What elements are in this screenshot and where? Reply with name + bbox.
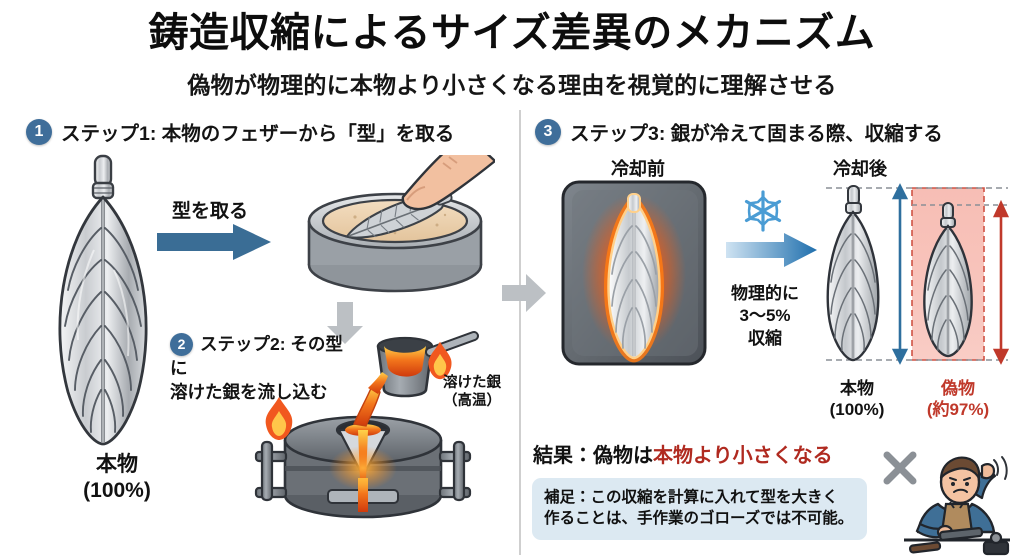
step-1-badge: 1 <box>26 118 52 145</box>
take-mold-arrow-icon <box>157 224 271 260</box>
fake-size-label: 偽物 (約97%) <box>908 378 1008 421</box>
hot-mold-block-illustration <box>561 180 707 366</box>
sand-mold-illustration <box>307 155 495 293</box>
shrink-amount-label: 物理的に 3〜5% 収縮 <box>700 283 830 350</box>
next-panel-arrow-icon <box>502 274 546 312</box>
take-mold-label: 型を取る <box>171 201 248 222</box>
molten-silver-label: 溶けた銀 （高温） <box>424 374 520 410</box>
fake-size-text: 偽物 (約97%) <box>926 379 990 420</box>
molten-silver-text: 溶けた銀 （高温） <box>443 375 501 410</box>
flame-icon <box>428 341 452 380</box>
real-feather-name: 本物 (100%) <box>83 453 151 502</box>
panel-divider <box>519 110 521 555</box>
before-cooling-label: 冷却前 <box>611 159 665 179</box>
step-3-label: ステップ3: 銀が冷えて固まる際、収縮する <box>570 123 943 145</box>
snowflake-icon <box>744 190 782 232</box>
shrink-amount-text: 物理的に 3〜5% 収縮 <box>731 284 799 348</box>
size-comparison-illustration <box>826 183 1010 365</box>
step-2-badge: 2 <box>170 332 193 356</box>
down-arrow-icon <box>327 302 363 344</box>
result-emphasis: 本物より小さくなる <box>653 445 833 467</box>
page-title: 鋳造収縮によるサイズ差異のメカニズム <box>148 11 876 55</box>
step-1-heading: 1 ステップ1: 本物のフェザーから「型」を取る <box>26 117 454 146</box>
real-feather-illustration <box>58 154 148 446</box>
step-2-label: ステップ2: その型に 溶けた銀を流し込む <box>170 334 343 402</box>
craftsman-illustration <box>904 456 1010 556</box>
supplementary-note-box: 補足：この収縮を計算に入れて型を大きく 作ることは、手作業のゴローズでは不可能。 <box>532 478 867 540</box>
cooling-arrow-icon <box>726 233 817 267</box>
casting-illustration <box>254 331 479 519</box>
result-statement: 結果：偽物は本物より小さくなる <box>533 439 833 468</box>
real-feather-label: 本物 (100%) <box>52 452 182 503</box>
result-prefix: 結果：偽物は <box>533 445 653 467</box>
supplementary-note-text: 補足：この収縮を計算に入れて型を大きく 作ることは、手作業のゴローズでは不可能。 <box>544 489 854 527</box>
flame-icon <box>265 397 293 440</box>
step-3-heading: 3 ステップ3: 銀が冷えて固まる際、収縮する <box>535 117 943 146</box>
after-cooling-label: 冷却後 <box>833 159 887 179</box>
page-subtitle: 偽物が物理的に本物より小さくなる理由を視覚的に理解させる <box>187 72 837 98</box>
step-1-label: ステップ1: 本物のフェザーから「型」を取る <box>61 123 455 145</box>
step-3-badge: 3 <box>535 118 561 145</box>
cross-mark-icon <box>883 451 917 485</box>
real-size-label: 本物 (100%) <box>812 378 902 421</box>
real-size-text: 本物 (100%) <box>829 379 885 420</box>
